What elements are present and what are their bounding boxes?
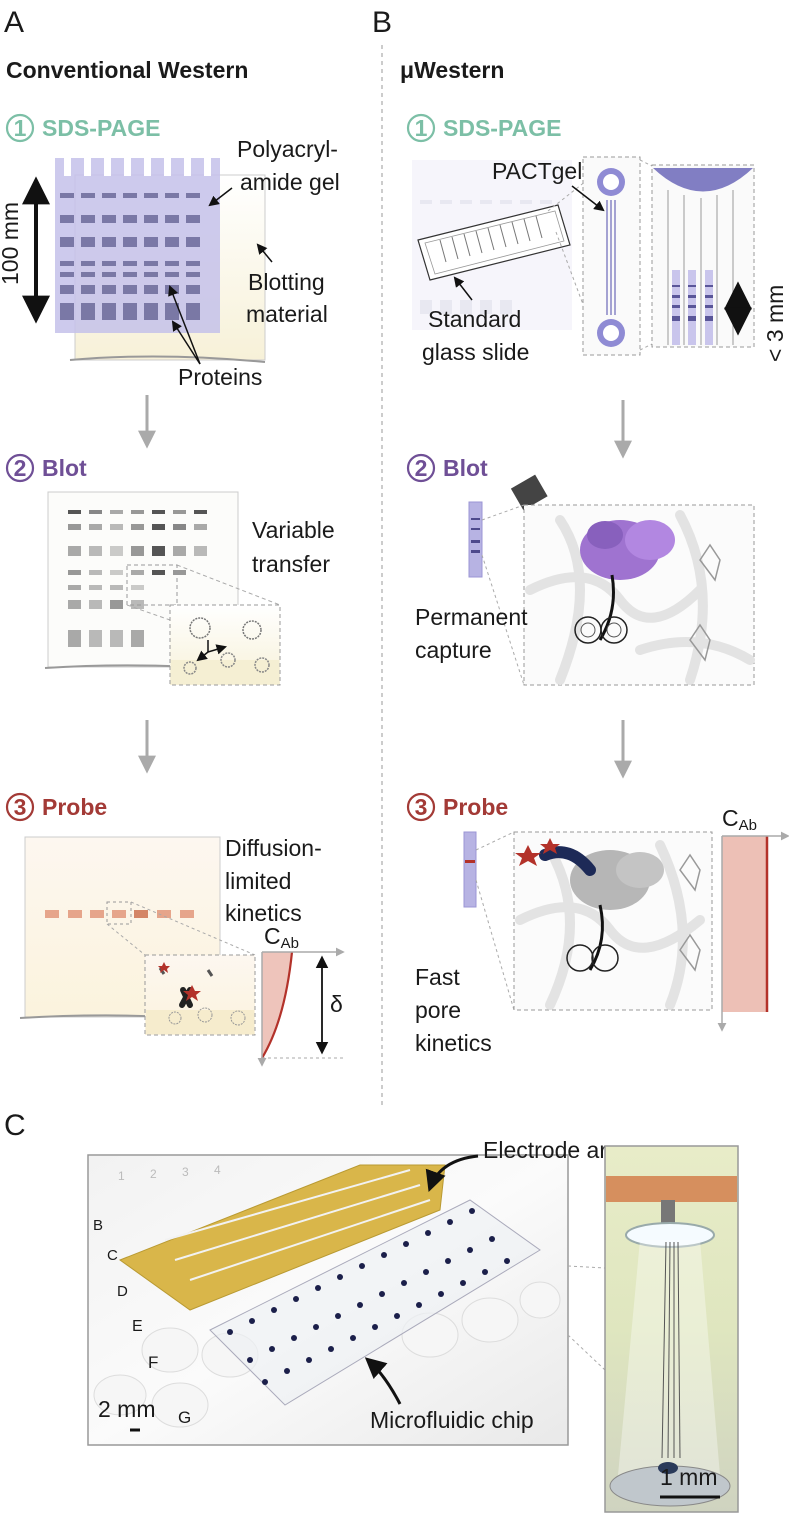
panel-b-title: μWestern xyxy=(400,57,504,83)
pactgel-zoom xyxy=(651,164,755,348)
fast-line2: pore xyxy=(415,997,461,1023)
slide-label-line1: Standard xyxy=(428,306,521,332)
chip-wells xyxy=(227,1208,510,1385)
probe-profile-a xyxy=(257,947,345,1067)
step-b1-num: 1 xyxy=(415,115,428,141)
channel-closeup-photo xyxy=(604,1145,739,1513)
step-b3-num: 3 xyxy=(415,794,428,820)
permanent-line1: Permanent xyxy=(415,604,528,630)
panel-a-title: Conventional Western xyxy=(6,57,248,83)
probe-strip xyxy=(463,831,515,1011)
step-a2-header: 2 Blot xyxy=(5,453,87,483)
pactgel-pointer xyxy=(571,185,605,212)
chip-label: Microfluidic chip xyxy=(370,1407,534,1433)
scale-label-1mm: 1 mm xyxy=(660,1464,718,1490)
step-b2-header: 2 Blot xyxy=(406,453,488,483)
panel-c-letter: C xyxy=(4,1109,26,1142)
probe-zoom-inset xyxy=(144,954,256,1036)
row-letter-d: D xyxy=(117,1283,128,1300)
step-a1-name: SDS-PAGE xyxy=(42,115,160,141)
probe-profile-b xyxy=(717,831,789,1032)
step-a3-name: Probe xyxy=(42,794,107,820)
step-b3-header: 3 Probe xyxy=(406,792,508,822)
capture-strip xyxy=(468,501,525,686)
diffusion-line1: Diffusion- xyxy=(225,835,322,861)
fast-line3: kinetics xyxy=(415,1030,492,1056)
row-letter-e: E xyxy=(132,1318,143,1335)
zoom-line-top xyxy=(567,1265,606,1269)
step-b2-num: 2 xyxy=(415,455,428,481)
diffusion-line3: kinetics xyxy=(225,900,302,926)
diffusion-line2: limited xyxy=(225,868,291,894)
gel-pointer xyxy=(208,187,233,207)
step-b1-header: 1 SDS-PAGE xyxy=(406,113,561,143)
row-letter-g: G xyxy=(178,1408,191,1427)
svg-text:4: 4 xyxy=(214,1163,221,1177)
cab-label-a: CAb xyxy=(264,923,299,952)
chip-pointer xyxy=(364,1357,402,1405)
step-b3-name: Probe xyxy=(443,794,508,820)
step-a1-header: 1 SDS-PAGE xyxy=(5,113,160,143)
pactgel-channel xyxy=(582,156,653,356)
slide-pointer xyxy=(453,276,473,301)
step-a1-num: 1 xyxy=(14,115,27,141)
probe-pore-inset xyxy=(513,831,713,1011)
step-a3-num: 3 xyxy=(14,794,27,820)
proteins-pointer-1 xyxy=(168,285,201,365)
blot-zoom-inset xyxy=(169,604,281,686)
step-b1-name: SDS-PAGE xyxy=(443,115,561,141)
permanent-line2: capture xyxy=(415,637,492,663)
gel-label-line1: Polyacryl- xyxy=(237,136,338,162)
cab-label-b: CAb xyxy=(722,805,757,834)
transfer-line1: Variable xyxy=(252,517,335,543)
pactgel-label: PACTgel xyxy=(492,158,582,184)
row-letter-c: C xyxy=(107,1247,118,1264)
blot-pointer xyxy=(256,243,273,263)
gel-label-line2: amide gel xyxy=(240,169,340,195)
zoom-line-bottom xyxy=(567,1334,606,1371)
transfer-line2: transfer xyxy=(252,551,330,577)
step-b2-name: Blot xyxy=(443,455,488,481)
electrode-pointer xyxy=(425,1154,479,1192)
scale-label-3mm: < 3 mm xyxy=(762,285,788,362)
panel-a-letter: A xyxy=(4,6,24,39)
row-letter-b: B xyxy=(93,1217,103,1234)
scale-label-100mm: 100 mm xyxy=(0,202,23,285)
blot-material-line2: material xyxy=(246,301,328,327)
proteins-label: Proteins xyxy=(178,364,262,390)
delta-label: δ xyxy=(330,991,343,1017)
step-a2-name: Blot xyxy=(42,455,87,481)
svg-text:1: 1 xyxy=(118,1169,125,1183)
row-letter-f: F xyxy=(148,1353,158,1372)
step-a3-header: 3 Probe xyxy=(5,792,107,822)
device-photo: 1 2 3 4 xyxy=(87,1154,569,1446)
proteins-pointer-2 xyxy=(171,320,201,365)
svg-text:2: 2 xyxy=(150,1167,157,1181)
gel-bands xyxy=(60,193,200,320)
blot-material-line1: Blotting xyxy=(248,269,325,295)
capture-pore-inset xyxy=(523,504,755,686)
svg-text:3: 3 xyxy=(182,1165,189,1179)
fast-line1: Fast xyxy=(415,964,460,990)
slide-label-line2: glass slide xyxy=(422,339,529,365)
scale-label-2mm: 2 mm xyxy=(98,1396,156,1422)
panel-b-letter: B xyxy=(372,6,392,39)
step-a2-num: 2 xyxy=(14,455,27,481)
conventional-gel xyxy=(55,158,266,363)
